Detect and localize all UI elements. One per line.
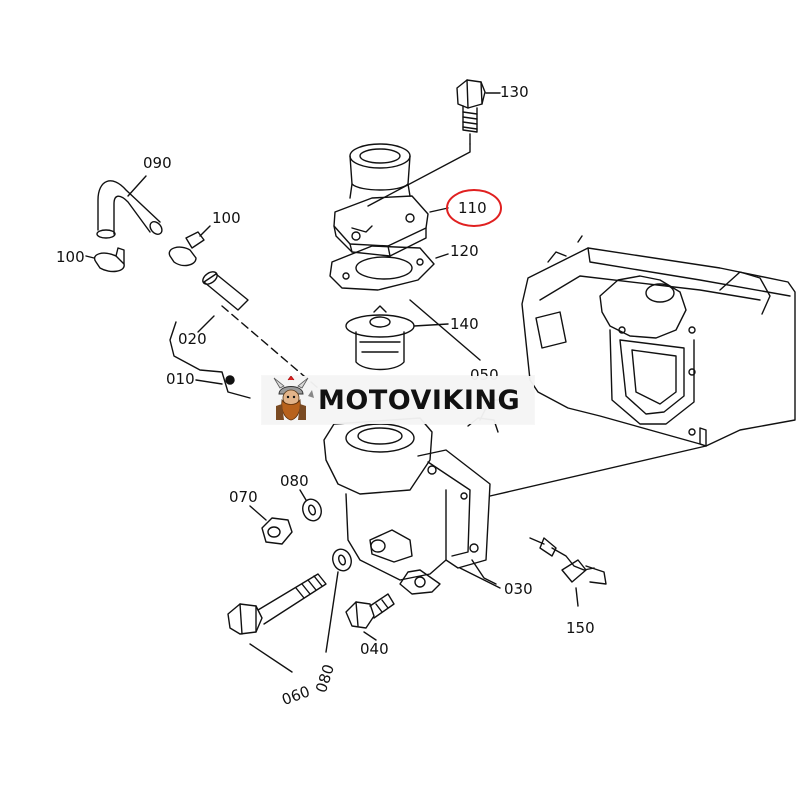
washer-080-lower — [325, 548, 352, 653]
thermostat-140 — [345, 305, 449, 371]
callout-090: 090 — [143, 154, 172, 172]
callout-100-right: 100 — [212, 209, 241, 227]
callout-070: 070 — [229, 488, 258, 506]
callout-030: 030 — [504, 580, 533, 598]
highlight-circle-110 — [446, 189, 502, 227]
callout-010: 010 — [166, 370, 195, 388]
bolt-040 — [345, 593, 395, 641]
callout-020: 020 — [178, 330, 207, 348]
sensor-150 — [529, 537, 607, 607]
viking-mascot-icon — [273, 376, 314, 421]
callout-140: 140 — [450, 315, 479, 333]
pipe-020 — [197, 271, 319, 389]
leader-lines — [409, 133, 501, 589]
bolt-060 — [227, 573, 327, 673]
callout-040: 040 — [360, 640, 389, 658]
callout-080-upper: 080 — [280, 472, 309, 490]
hose-clamp-100-left — [85, 247, 125, 273]
brand-text: MOTOVIKING — [318, 384, 521, 416]
callout-150: 150 — [566, 619, 595, 637]
engine-block — [521, 235, 796, 447]
hose-clamp-100-right — [168, 225, 211, 267]
callout-130: 130 — [500, 83, 529, 101]
thermostat-cover-110 — [333, 143, 471, 257]
motoviking-watermark: MOTOVIKING — [262, 376, 534, 424]
callout-100-left: 100 — [56, 248, 85, 266]
callout-120: 120 — [450, 242, 479, 260]
ring-010 — [169, 321, 251, 399]
washer-080-upper — [299, 489, 322, 522]
bolt-130 — [456, 79, 501, 133]
nut-070 — [249, 505, 293, 545]
gasket-120 — [329, 245, 449, 291]
hose-090 — [96, 175, 163, 239]
callout-110[interactable]: 110 — [458, 199, 487, 217]
